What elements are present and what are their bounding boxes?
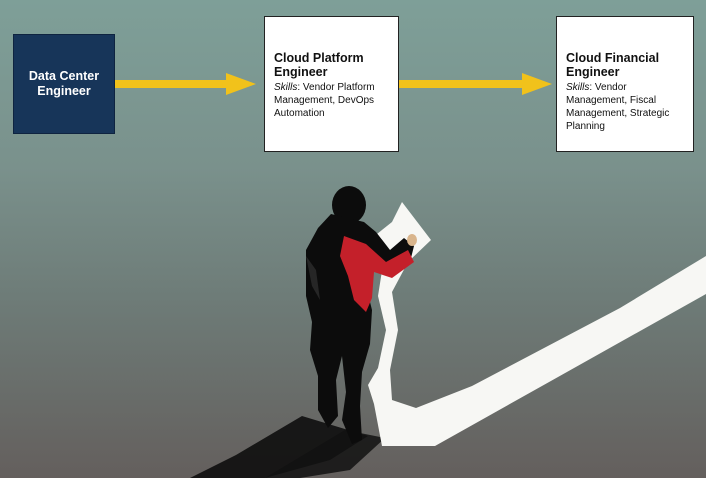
node-skills: Skills: Vendor Platform Management, DevO… bbox=[274, 81, 390, 120]
skills-label: Skills bbox=[274, 82, 298, 93]
white-path bbox=[368, 202, 706, 446]
skills-text: : Vendor Platform Management, DevOps Aut… bbox=[274, 82, 375, 119]
figure-shadow bbox=[190, 416, 368, 478]
person-figure bbox=[306, 186, 417, 444]
node-title: Cloud Platform Engineer bbox=[274, 51, 364, 79]
node-title: Data Center Engineer bbox=[28, 69, 100, 98]
node-skills: Skills: Vendor Management, Fiscal Manage… bbox=[566, 81, 685, 133]
node-cloud-platform-engineer: Cloud Platform Engineer Skills: Vendor P… bbox=[264, 16, 399, 152]
arrow-2 bbox=[399, 73, 552, 95]
node-data-center-engineer: Data Center Engineer bbox=[13, 34, 115, 134]
skills-label: Skills bbox=[566, 82, 590, 93]
arrow-1 bbox=[115, 73, 256, 95]
skills-text: : Vendor Management, Fiscal Management, … bbox=[566, 82, 670, 132]
node-title: Cloud Financial Engineer bbox=[566, 51, 660, 79]
node-cloud-financial-engineer: Cloud Financial Engineer Skills: Vendor … bbox=[556, 16, 694, 152]
